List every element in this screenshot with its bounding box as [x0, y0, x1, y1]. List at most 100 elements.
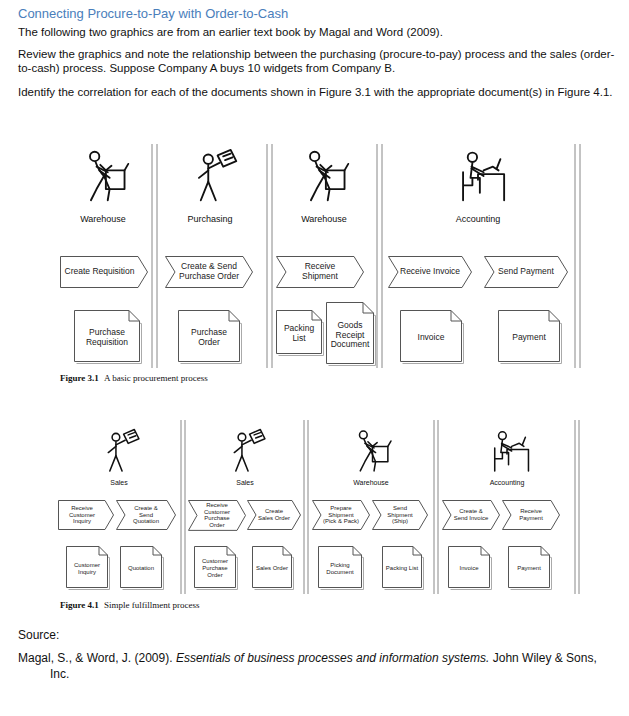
document-path: [401, 311, 462, 362]
document-label: Quotation: [128, 565, 154, 572]
document-icon: Payment: [498, 310, 560, 362]
document-icon: Payment: [508, 546, 550, 588]
document-label: Customer Purchase Order: [197, 558, 233, 578]
role-icons: [90, 150, 528, 471]
document-fold: [363, 303, 374, 314]
chevron-path: [277, 257, 364, 288]
process-step: Send Shipment (Ship): [372, 500, 428, 530]
body-paragraph: The following two graphics are from an e…: [18, 26, 618, 40]
document-icon: Goods Receipt Document: [326, 302, 374, 364]
chevron-path: [189, 501, 246, 531]
document-path: [509, 547, 550, 588]
reference-entry: Magal, S., & Word, J. (2009).Essentials …: [18, 650, 610, 682]
lane-name: Accounting: [428, 214, 528, 225]
chevron-path: [503, 501, 560, 530]
body-paragraph: Identify the correlation for each of the…: [18, 86, 618, 100]
step-label: Receive Payment: [513, 508, 549, 521]
document-icon: Quotation: [120, 546, 162, 588]
document-path: [449, 547, 490, 588]
step-label: Send Shipment (Ship): [383, 505, 417, 525]
step-label: Receive Shipment: [288, 262, 352, 281]
document-label: Customer Inquiry: [69, 562, 105, 575]
page-heading: Connecting Procure-to-Pay with Order-to-…: [18, 6, 288, 21]
document-path: [121, 547, 162, 588]
step-label: Receive Customer Inquiry: [61, 505, 103, 525]
body-paragraph: Review the graphics and note the relatio…: [18, 48, 618, 76]
process-step: Receive Customer Purchase Order: [188, 500, 246, 531]
document-label: Invoice: [418, 333, 445, 343]
chevron-path: [389, 257, 472, 288]
process-step: Receive Invoice: [388, 256, 472, 288]
document-fold: [541, 547, 550, 556]
document-fold: [481, 547, 490, 556]
step-label: Create & Send Quotation: [127, 505, 165, 525]
lane-name: Purchasing: [160, 214, 260, 225]
document-icon: Purchase Requisition: [74, 310, 140, 362]
lane-name: Accounting: [457, 479, 557, 487]
document-icon: Invoice: [448, 546, 490, 588]
document-fold: [312, 311, 322, 321]
lane-separators: [152, 144, 580, 594]
process-step: Send Payment: [484, 256, 568, 288]
lane-name: Warehouse: [321, 479, 421, 487]
document-fold: [229, 311, 240, 322]
process-step: Prepare Shipment (Pick & Pack): [312, 500, 370, 530]
document-fold: [129, 311, 140, 322]
document-path: [195, 547, 236, 588]
document-fold: [413, 547, 422, 556]
document-icon: Invoice: [400, 310, 462, 362]
document-icon: Picking Document: [318, 546, 362, 588]
document-fold: [283, 547, 292, 556]
document-path: [327, 303, 374, 364]
document-icon: Purchase Order: [178, 310, 240, 362]
document-path: [67, 547, 108, 588]
step-label: Prepare Shipment (Pick & Pack): [323, 505, 359, 525]
lane-name: Warehouse: [274, 214, 374, 225]
document-path: [277, 311, 322, 354]
document-icon: Customer Purchase Order: [194, 546, 236, 588]
document-label: Sales Order: [256, 565, 288, 572]
document-path: [75, 311, 140, 362]
reference-part: Magal, S., & Word, J. (2009).: [18, 651, 173, 665]
document-fold: [451, 311, 462, 322]
document-path: [499, 311, 560, 362]
chevron-path: [61, 257, 148, 288]
chevron-path: [59, 501, 114, 530]
document-icon: Customer Inquiry: [66, 546, 108, 588]
lane-name: Sales: [195, 479, 295, 487]
document-icon: Packing List: [382, 546, 422, 588]
process-step: Create Requisition: [60, 256, 148, 288]
step-label: Create & Send Purchase Order: [177, 262, 241, 281]
document-fold: [99, 547, 108, 556]
step-label: Send Payment: [498, 267, 554, 277]
chevron-path: [166, 257, 253, 288]
document-path: [383, 547, 422, 588]
process-step: Receive Payment: [502, 500, 560, 530]
document-icon: Packing List: [276, 310, 322, 354]
document-label: Payment: [512, 333, 546, 343]
step-label: Receive Invoice: [400, 267, 460, 277]
chevron-path: [248, 501, 301, 530]
document-path: [319, 547, 362, 588]
document-label: Packing List: [279, 324, 319, 343]
chevron-path: [117, 501, 176, 530]
document-path: [253, 547, 292, 588]
document-label: Payment: [517, 565, 541, 572]
document-icon: Sales Order: [252, 546, 292, 588]
process-step: Create & Send Purchase Order: [165, 256, 253, 288]
step-label: Create Sales Order: [258, 508, 290, 521]
figure-caption: Simple fulfillment process: [104, 600, 304, 611]
lane-name: Warehouse: [53, 214, 153, 225]
chevron-path: [443, 501, 500, 530]
chevron-path: [485, 257, 568, 288]
chevron-path: [373, 501, 428, 530]
step-label: Create & Send Invoice: [453, 508, 489, 521]
reference-part: Essentials of business processes and inf…: [176, 651, 489, 665]
document-label: Picking Document: [321, 562, 359, 575]
document-label: Invoice: [459, 565, 478, 572]
process-step: Create & Send Invoice: [442, 500, 500, 530]
step-label: Create Requisition: [65, 267, 135, 277]
document-fold: [549, 311, 560, 322]
document-label: Goods Receipt Document: [329, 321, 371, 350]
